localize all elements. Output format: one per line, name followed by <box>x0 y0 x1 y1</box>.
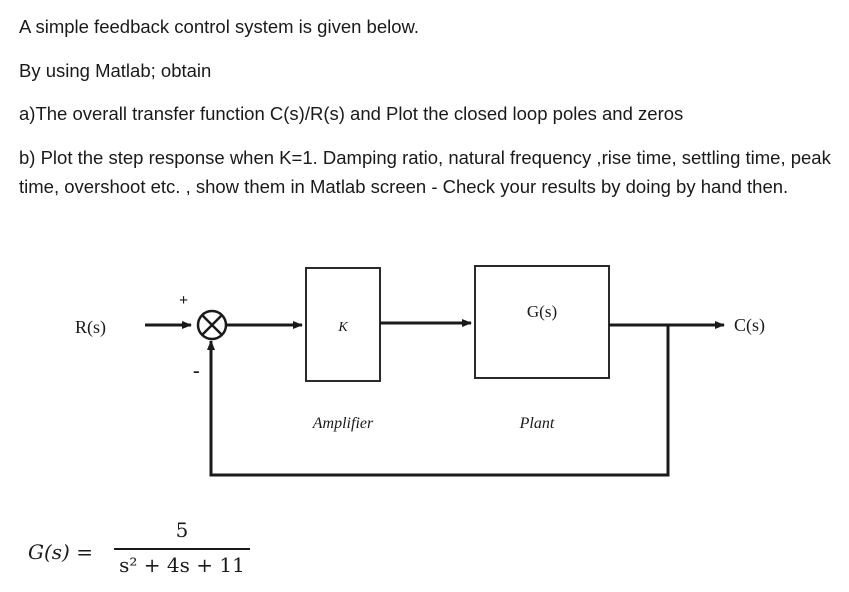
fraction-bar <box>114 548 250 550</box>
plant-caption: Plant <box>519 415 555 432</box>
formula-fraction: 5 s² + 4s + 11 <box>114 515 250 578</box>
intro-sentence: A simple feedback control system is give… <box>19 16 419 37</box>
plant-symbol: G(s) <box>527 302 557 321</box>
plus-sign: + <box>179 292 188 309</box>
block-diagram: R(s) + - K G(s) C(s) Amplifier Plant <box>75 265 765 477</box>
instruction-sentence: By using Matlab; obtain <box>19 60 212 81</box>
formula-numerator: 5 <box>175 518 189 542</box>
summing-junction <box>196 309 228 341</box>
part-b-text: b) Plot the step response when K=1. Damp… <box>19 147 831 197</box>
part-a-text: a)The overall transfer function C(s)/R(s… <box>19 103 684 124</box>
formula-lhs: G(s) = <box>28 540 93 564</box>
output-label: C(s) <box>734 315 765 336</box>
amplifier-caption: Amplifier <box>312 415 374 432</box>
plant-block <box>474 265 610 379</box>
amplifier-symbol: K <box>337 320 348 335</box>
formula-denominator: s² + 4s + 11 <box>119 553 245 577</box>
input-label: R(s) <box>75 317 106 338</box>
amplifier-block <box>305 267 381 382</box>
feedback-path <box>207 325 670 477</box>
minus-sign: - <box>193 360 200 382</box>
